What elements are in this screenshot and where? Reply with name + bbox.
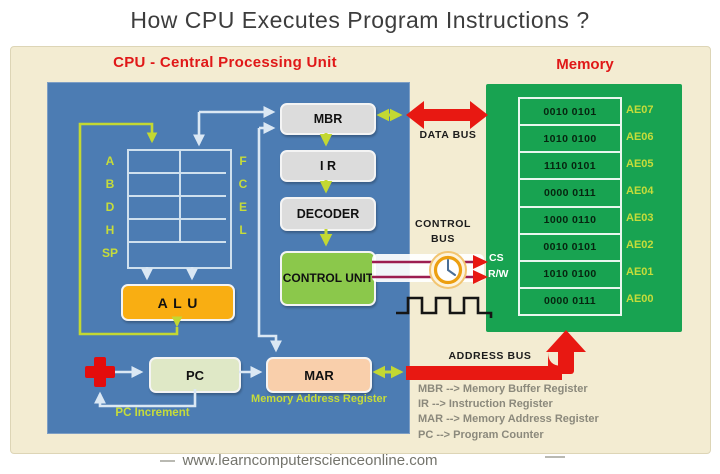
register-label: A bbox=[105, 153, 115, 168]
legend: MBR --> Memory Buffer Register IR --> In… bbox=[418, 382, 648, 443]
memory-address-label: AE00 bbox=[626, 292, 654, 305]
legend-line: MAR --> Memory Address Register bbox=[418, 413, 599, 426]
rw-signal-label: R/W bbox=[488, 268, 509, 280]
register-label: L bbox=[239, 222, 247, 237]
legend-line: IR --> Instruction Register bbox=[418, 398, 553, 411]
mar-box: MAR bbox=[266, 357, 372, 393]
memory-address-label: AE04 bbox=[626, 185, 654, 198]
memory-address-label: AE02 bbox=[626, 238, 654, 251]
register-label: C bbox=[238, 176, 248, 191]
control-bus-label: CONTROL BUS bbox=[414, 218, 472, 246]
pc-increment-label: PC Increment bbox=[115, 407, 190, 419]
memory-cell-value: 0010 0101 bbox=[520, 235, 620, 262]
register-labels-right: F C E L bbox=[233, 149, 253, 241]
legend-line: PC --> Program Counter bbox=[418, 428, 544, 441]
memory-cells: 0010 0101 1010 0100 1110 0101 0000 0111 … bbox=[518, 97, 622, 316]
memory-cell-value: 0000 0111 bbox=[520, 180, 620, 208]
memory-address-label: AE01 bbox=[626, 265, 654, 278]
register-label: F bbox=[239, 153, 247, 168]
pc-box: PC bbox=[149, 357, 241, 393]
footer-dash-right bbox=[545, 456, 565, 458]
mbr-box: MBR bbox=[280, 103, 376, 135]
control-unit-box: CONTROL UNIT bbox=[280, 251, 376, 306]
data-bus-label: DATA BUS bbox=[419, 129, 477, 141]
memory-cell-value: 1010 0100 bbox=[520, 126, 620, 154]
register-label: D bbox=[105, 200, 115, 214]
register-label: H bbox=[105, 223, 115, 238]
cs-signal-label: CS bbox=[489, 252, 504, 264]
memory-cell-value: 0000 0111 bbox=[543, 295, 597, 308]
footer-url: www.learncomputerscienceonline.com bbox=[182, 452, 438, 469]
memory-cell-value: 1000 0110 bbox=[520, 208, 620, 235]
register-label: E bbox=[238, 199, 247, 214]
register-labels-left: A B D H SP bbox=[98, 149, 122, 265]
cpu-section-title: CPU - Central Processing Unit bbox=[113, 54, 337, 71]
memory-cell-value: 0010 0101 bbox=[520, 99, 620, 127]
mar-caption: Memory Address Register bbox=[251, 393, 387, 405]
footer-dash-left bbox=[160, 460, 175, 462]
memory-cell-value: 1110 0101 bbox=[520, 153, 620, 181]
memory-address-label: AE07 bbox=[626, 104, 654, 117]
memory-cell-value: 1010 0100 bbox=[520, 262, 620, 289]
register-label: B bbox=[105, 176, 115, 191]
decoder-box: DECODER bbox=[280, 197, 376, 231]
register-label: SP bbox=[101, 246, 118, 261]
memory-address-label: AE05 bbox=[626, 158, 654, 171]
memory-addresses: AE07 AE06 AE05 AE04 AE03 AE02 AE01 AE00 bbox=[626, 97, 678, 312]
ir-box: I R bbox=[280, 150, 376, 182]
register-file-grid bbox=[127, 149, 232, 269]
alu-box: A L U bbox=[121, 284, 235, 321]
page-title: How CPU Executes Program Instructions ? bbox=[130, 7, 590, 33]
memory-address-label: AE03 bbox=[626, 211, 654, 224]
memory-section-title: Memory bbox=[556, 56, 614, 73]
legend-line: MBR --> Memory Buffer Register bbox=[418, 383, 588, 395]
memory-address-label: AE06 bbox=[626, 131, 654, 144]
address-bus-label: ADDRESS BUS bbox=[448, 350, 532, 362]
